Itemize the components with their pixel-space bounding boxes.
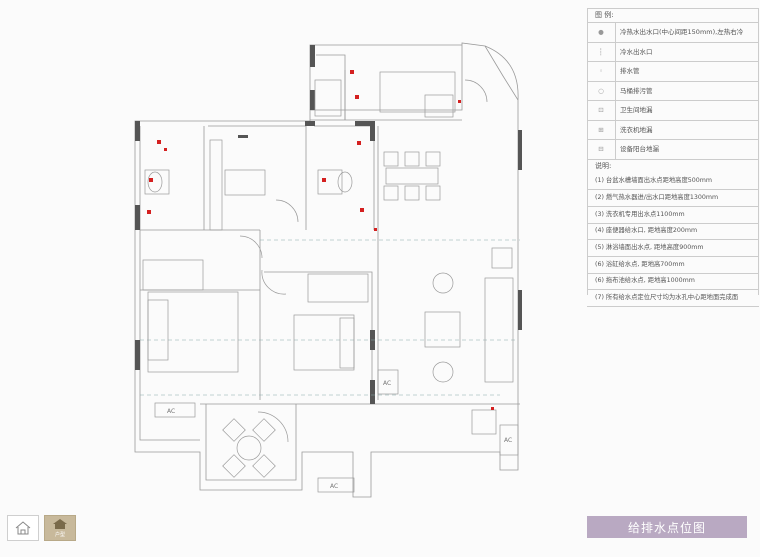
ac-label: AC — [383, 380, 391, 387]
sofa — [484, 277, 514, 383]
legend-label: 卫生间地漏 — [620, 106, 653, 114]
note-item: (5) 淋浴墙面出水点, 距地高度900mm — [587, 240, 759, 257]
legend-item: ○ 马桶排污管 — [587, 81, 759, 101]
note-item: (3) 洗衣机专用出水点1100mm — [587, 207, 759, 224]
legend-item: ┆ 冷水出水口 — [587, 42, 759, 62]
ac-label: AC — [330, 483, 338, 490]
house-outline-icon — [15, 521, 31, 535]
ac-label: AC — [504, 437, 512, 444]
second-bed — [293, 314, 355, 371]
legend-label: 排水管 — [620, 67, 640, 75]
legend-label: 洗衣机地漏 — [620, 125, 653, 134]
floor-plan: AC AC AC AC — [134, 42, 522, 498]
legend: 图 例: ● 冷热水出水口(中心间距150mm),左热右冷 ┆ 冷水出水口 ◦ … — [587, 8, 759, 307]
bathroom-floor-drain-icon: ⊡ — [587, 101, 616, 120]
washer-floor-drain-icon: ⊞ — [587, 120, 616, 139]
legend-label: 设备阳台地漏 — [620, 145, 659, 153]
legend-item: ⊞ 洗衣机地漏 — [587, 120, 759, 140]
note-item: (1) 台盆水槽墙面出水点距地高度500mm — [587, 174, 759, 191]
note-item: (2) 燃气热水器进/出水口距地高度1300mm — [587, 190, 759, 207]
note-item: (6) 浴缸给水点, 距地高700mm — [587, 257, 759, 274]
legend-label: 冷热水出水口(中心间距150mm),左热右冷 — [620, 28, 744, 36]
legend-item: ⊟ 设备阳台地漏 — [587, 140, 759, 160]
legend-item: ● 冷热水出水口(中心间距150mm),左热右冷 — [587, 23, 759, 43]
outer-wall — [134, 42, 519, 498]
drain-pipe-icon: ◦ — [587, 62, 616, 81]
page-title: 给排水点位图 — [587, 516, 747, 538]
legend-label: 马桶排污管 — [620, 86, 653, 95]
ac-label: AC — [167, 408, 175, 415]
home-button[interactable] — [7, 515, 39, 541]
note-item: (6) 拖布池给水点, 距地高1000mm — [587, 274, 759, 291]
toilet-drain-icon: ○ — [587, 81, 616, 100]
balcony-floor-drain-icon: ⊟ — [587, 140, 616, 159]
floorplan-label: 户型 — [54, 532, 65, 538]
note-item: (4) 座便器给水口, 距地高度200mm — [587, 224, 759, 241]
hot-cold-outlet-icon: ● — [587, 23, 616, 42]
coffee-table — [424, 311, 461, 348]
floorplan-button[interactable]: 户型 — [44, 515, 76, 541]
floor-plan-icon — [53, 519, 67, 529]
legend-label: 冷水出水口 — [620, 47, 653, 56]
note-item: (7) 所有给水点定位尺寸均为水孔中心距地面完成面 — [587, 290, 759, 307]
legend-item: ◦ 排水管 — [587, 62, 759, 82]
legend-title: 图 例: — [587, 8, 759, 23]
notes-title: 说明: — [595, 162, 612, 170]
cold-outlet-icon: ┆ — [587, 42, 616, 61]
legend-item: ⊡ 卫生间地漏 — [587, 101, 759, 121]
